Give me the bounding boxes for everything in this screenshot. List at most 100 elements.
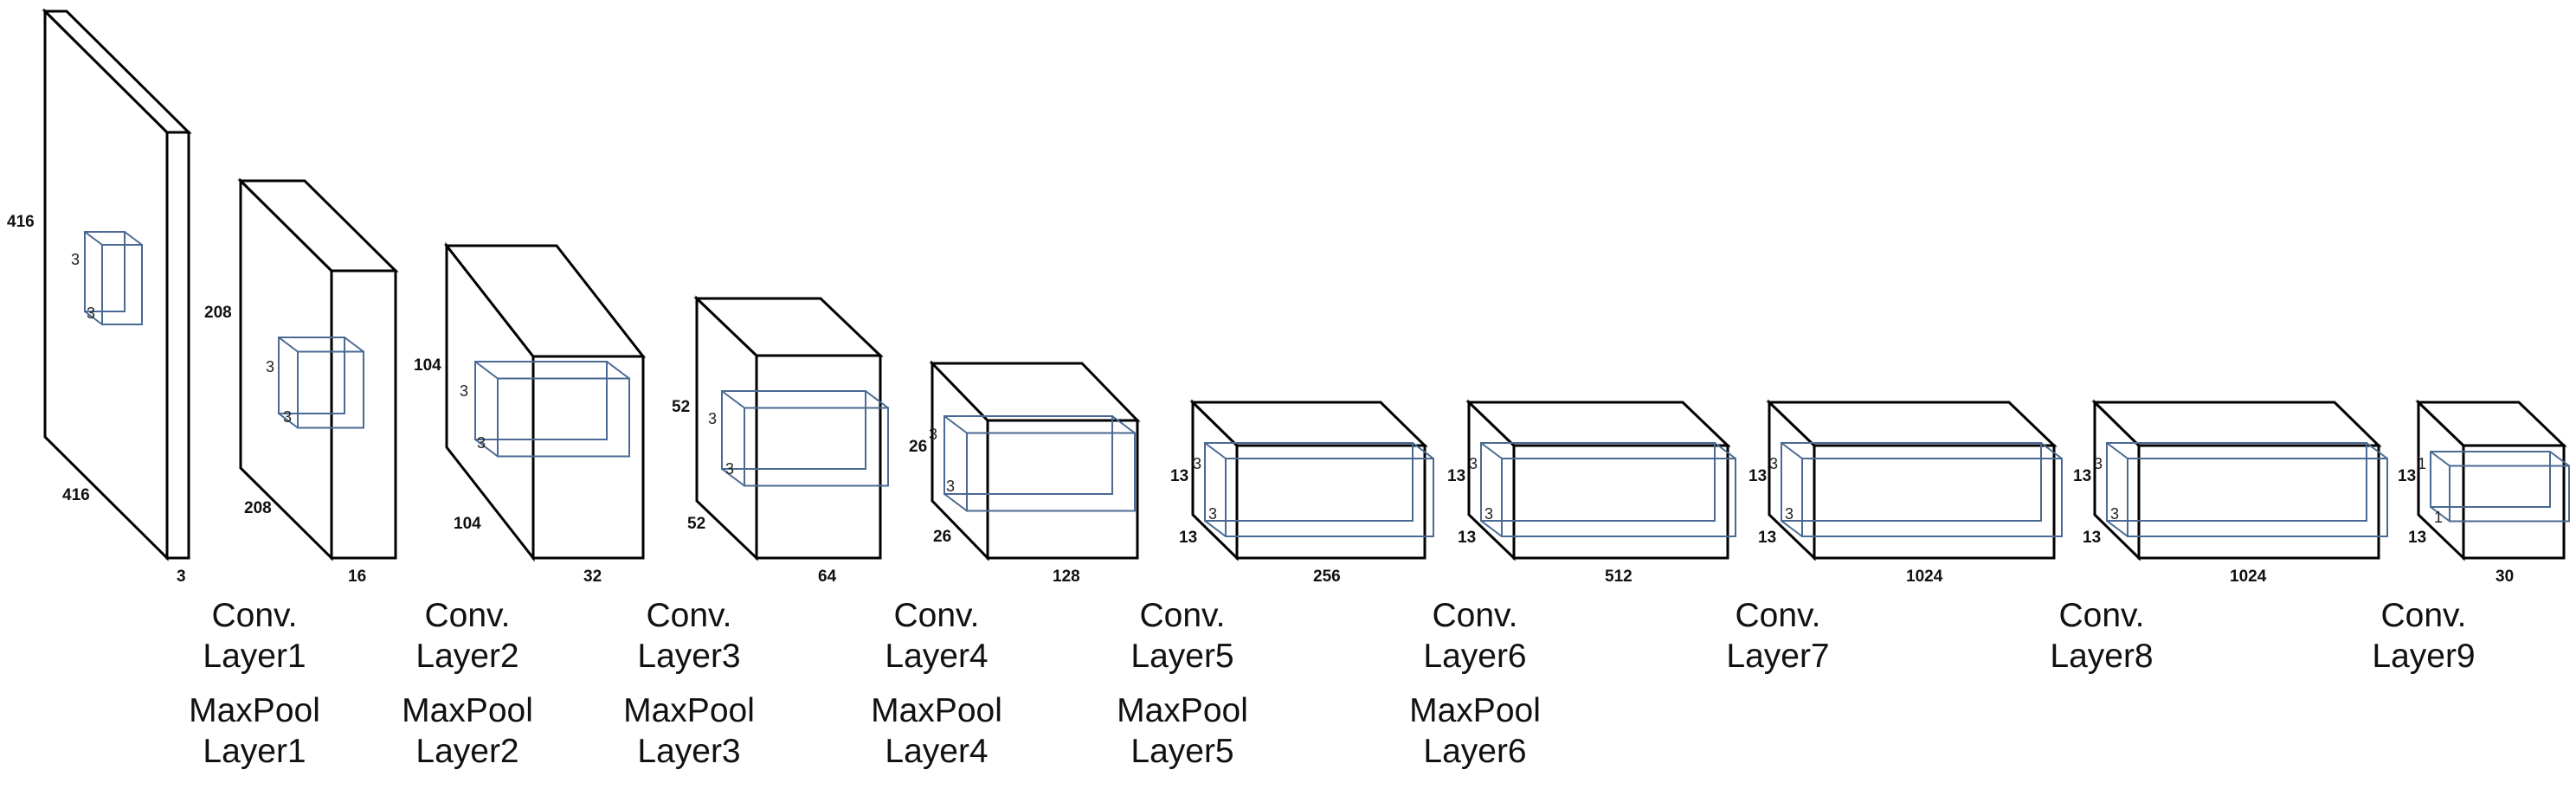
- depth-label: 16: [348, 568, 366, 586]
- conv-label-line2: Layer6: [1423, 638, 1527, 675]
- depth-label: 64: [818, 568, 837, 586]
- height-label: 26: [909, 438, 927, 456]
- conv-label-line2: Layer1: [203, 638, 306, 675]
- kernel-back-face: [278, 337, 345, 414]
- pool-label-line1: MaxPool: [623, 692, 755, 729]
- width-label: 52: [687, 515, 705, 533]
- kernel-cube-3: [474, 361, 630, 458]
- kernel-front-face: [1225, 458, 1434, 537]
- depth-label: 512: [1605, 568, 1633, 586]
- conv-label-line1: Conv.: [2058, 597, 2145, 634]
- depth-label: 128: [1053, 568, 1080, 586]
- kernel-edge: [2366, 442, 2388, 459]
- height-label: 104: [414, 356, 441, 375]
- pool-label-line1: MaxPool: [871, 692, 1002, 729]
- kernel-edge: [1480, 442, 1503, 459]
- conv-layer-label-3: Conv.Layer3: [585, 595, 793, 677]
- kernel-height-label: 3: [1469, 455, 1478, 472]
- block-top-face: [2091, 401, 2382, 447]
- kernel-cube-10: [2430, 451, 2570, 523]
- kernel-edge: [1781, 520, 1803, 537]
- kernel-front-face: [2449, 465, 2570, 523]
- kernel-cube-7: [1480, 442, 1736, 537]
- kernel-back-face: [1480, 442, 1716, 522]
- kernel-edge: [721, 390, 745, 409]
- conv-label-line1: Conv.: [893, 597, 980, 634]
- conv-layer-label-4: Conv. Layer4: [833, 595, 1040, 677]
- kernel-width-label: 1: [2434, 509, 2443, 526]
- kernel-front-face: [101, 244, 143, 325]
- conv-label-line2: Layer4: [885, 638, 989, 675]
- pool-label-line2: Layer3: [637, 733, 741, 770]
- kernel-edge: [943, 493, 968, 512]
- kernel-edge: [1480, 520, 1503, 537]
- kernel-edge: [2106, 442, 2128, 459]
- block-front-face: [1512, 444, 1729, 560]
- width-label: 26: [933, 528, 951, 546]
- kernel-edge: [474, 361, 499, 380]
- pool-label-line2: Layer4: [885, 733, 989, 770]
- kernel-edge: [2430, 451, 2450, 467]
- kernel-edge: [2430, 506, 2450, 523]
- kernel-height-label: 3: [71, 251, 80, 268]
- conv-label-line1: Conv.: [2380, 597, 2467, 634]
- block-front-face: [986, 419, 1139, 560]
- pool-label-line2: Layer6: [1423, 733, 1527, 770]
- kernel-width-label: 3: [1785, 505, 1794, 523]
- conv-label-line1: Conv.: [424, 597, 511, 634]
- kernel-height-label: 3: [1193, 455, 1201, 472]
- kernel-cube-5: [943, 415, 1136, 512]
- kernel-edge: [1204, 442, 1227, 459]
- conv-label-line2: Layer7: [1726, 638, 1830, 675]
- block-front-face: [1813, 444, 2056, 560]
- conv-label-line1: Conv.: [1139, 597, 1226, 634]
- height-label: 13: [1447, 467, 1465, 485]
- kernel-edge: [84, 231, 103, 246]
- kernel-edge: [1714, 442, 1736, 459]
- kernel-height-label: 3: [1769, 455, 1778, 472]
- depth-label: 32: [583, 568, 602, 586]
- kernel-edge: [2106, 520, 2128, 537]
- pool-label-line1: MaxPool: [189, 692, 320, 729]
- kernel-cube-6: [1204, 442, 1434, 537]
- kernel-width-label: 3: [1484, 505, 1493, 523]
- kernel-front-face: [966, 432, 1136, 512]
- kernel-edge: [344, 337, 364, 353]
- conv-label-line2: Layer8: [2050, 638, 2154, 675]
- conv-label-line2: Layer9: [2372, 638, 2476, 675]
- conv-layer-label-7: Conv.Layer7: [1674, 595, 1882, 677]
- pool-label-line2: Layer2: [415, 733, 519, 770]
- kernel-front-face: [1501, 458, 1736, 537]
- width-label: 13: [2408, 529, 2426, 547]
- conv-label-line1: Conv.: [211, 597, 298, 634]
- kernel-height-label: 3: [929, 426, 937, 443]
- kernel-edge: [721, 468, 745, 487]
- conv-layer-label-6: Conv.Layer6: [1371, 595, 1579, 677]
- kernel-front-face: [2127, 458, 2388, 537]
- height-label: 52: [672, 398, 690, 416]
- kernel-height-label: 3: [266, 358, 274, 375]
- height-label: 13: [1748, 467, 1767, 485]
- kernel-back-face: [1781, 442, 2042, 522]
- kernel-cube-4: [721, 390, 889, 487]
- kernel-edge: [474, 439, 499, 458]
- kernel-edge: [606, 361, 630, 380]
- pool-label-line1: MaxPool: [1409, 692, 1541, 729]
- height-label: 416: [7, 213, 35, 231]
- kernel-edge: [2040, 442, 2063, 459]
- depth-label: 1024: [2230, 568, 2267, 586]
- height-label: 13: [2398, 467, 2416, 485]
- kernel-edge: [278, 337, 299, 353]
- kernel-edge: [2549, 451, 2570, 467]
